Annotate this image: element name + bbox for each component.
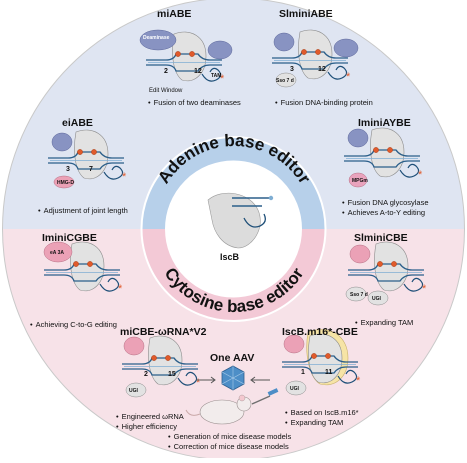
miabe-editor-graphic: [139, 29, 233, 86]
aav-bullet-1: Generation of mice disease models: [168, 432, 292, 441]
iminicgbe-bullet-1: Achieving C-to-G editing: [30, 320, 117, 329]
iscbm16-window-start: 1: [301, 369, 305, 376]
eiabe-protein-label: HMG-D: [57, 180, 74, 186]
iscb-core-icon: [207, 192, 274, 249]
iscbm16-editor-graphic: [281, 329, 362, 396]
miabe-deaminase-label: Deaminase: [143, 35, 170, 41]
slminiabe-editor-graphic: [271, 29, 359, 88]
micbe-ugi-label: UGI: [129, 388, 138, 394]
micbe-window-start: 2: [144, 371, 148, 378]
slminiabe-bullet-1: Fusion DNA-binding protein: [275, 98, 373, 107]
iminicgbe-title: IminiCGBE: [42, 232, 97, 244]
aav-capsid-icon: [221, 365, 245, 391]
aav-bullet-2: Correction of mice disease models: [168, 442, 289, 451]
slminicbe-title: SlminiCBE: [354, 232, 408, 244]
miabe-title: miABE: [157, 8, 192, 20]
eiabe-editor-graphic: [47, 129, 128, 189]
micbe-window-end: 15: [168, 371, 176, 378]
miabe-window-start: 2: [164, 68, 168, 75]
mouse-illustration: [185, 388, 279, 425]
miabe-tam-label: TAM: [211, 73, 222, 79]
slminicbe-editor-graphic: [345, 241, 428, 306]
iscbm16-bullet-1: Based on IscB.m16*: [285, 408, 359, 417]
adenine-region: [2, 0, 465, 229]
iminicgbe-editor-graphic: [43, 241, 124, 296]
slminiabe-window-start: 3: [290, 66, 294, 73]
iscb-core-label: IscB: [220, 252, 240, 262]
miabe-edit-window-label: Edit Window: [149, 88, 183, 94]
iscbm16-bullet-2: Expanding TAM: [285, 418, 344, 427]
eiabe-title: eiABE: [62, 117, 93, 129]
slminiabe-protein-label: Sso 7 d: [276, 78, 294, 84]
iminiaybe-editor-graphic: [343, 127, 424, 188]
micbe-bullet-1: Engineered ωRNA: [116, 412, 184, 421]
miabe-window-end: 12: [194, 68, 202, 75]
eiabe-window-start: 3: [66, 166, 70, 173]
iminicgbe-deaminase-label: eA 3A: [50, 250, 64, 256]
iminiaybe-title: IminiAYBE: [358, 117, 411, 129]
micbe-title: miCBE-ωRNA*V2: [120, 326, 207, 338]
iscbm16-ugi-label: UGI: [290, 386, 299, 392]
slminicbe-ugi-label: UGI: [372, 296, 381, 302]
iscbm16-window-end: 11: [325, 369, 333, 376]
slminicbe-bullet-1: Expanding TAM: [355, 318, 414, 327]
slminicbe-protein-label: Sso 7 d: [350, 292, 368, 298]
slminiabe-window-end: 12: [318, 66, 326, 73]
miabe-bullet-1: Fusion of two deaminases: [148, 98, 241, 107]
iminiaybe-protein-label: MPGm: [352, 178, 368, 184]
eiabe-bullet-1: Adjustment of joint length: [38, 206, 128, 215]
iminiaybe-bullet-2: Achieves A-to-Y editing: [342, 208, 425, 217]
slminiabe-title: SlminiABE: [279, 8, 333, 20]
eiabe-window-end: 7: [89, 166, 93, 173]
micbe-bullet-2: Higher efficiency: [116, 422, 177, 431]
iminiaybe-bullet-1: Fusion DNA glycosylase: [342, 198, 429, 207]
aav-title: One AAV: [210, 352, 255, 364]
micbe-editor-graphic: [121, 335, 202, 398]
iscbm16-title: IscB.m16*-CBE: [282, 326, 358, 338]
